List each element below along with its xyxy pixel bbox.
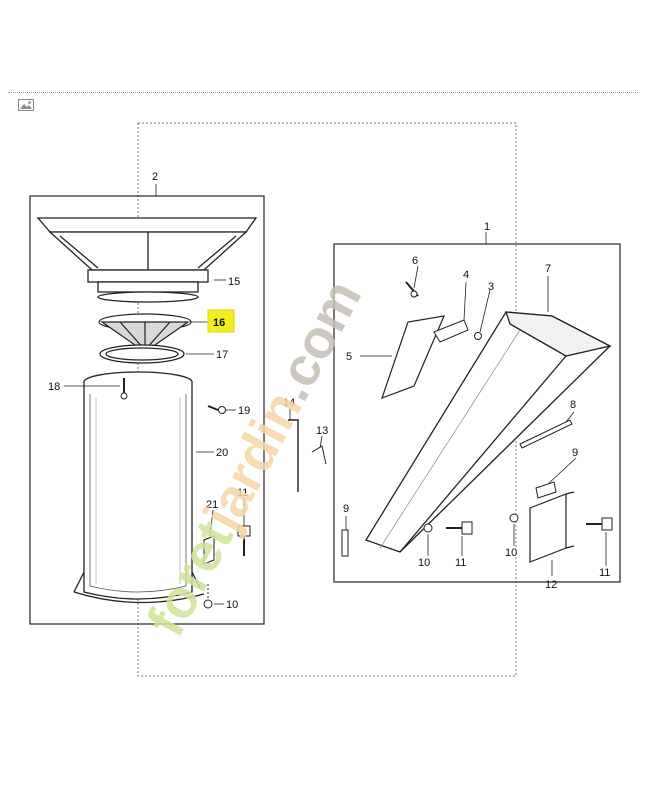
highlight-box-16	[207, 309, 235, 333]
nut-10-right	[509, 513, 519, 523]
pin-13	[311, 445, 327, 465]
ring-part-15	[87, 269, 209, 303]
callout-14: 14	[283, 397, 295, 409]
screw-6	[405, 281, 419, 298]
assembly-box-right	[333, 243, 621, 583]
callout-20: 20	[216, 447, 228, 459]
chute-7	[365, 311, 612, 553]
callout-9-left: 9	[343, 503, 349, 515]
callout-7: 7	[545, 263, 551, 275]
callout-15: 15	[228, 276, 240, 288]
cylinder-body-20	[73, 371, 205, 604]
callout-5: 5	[346, 351, 352, 363]
nut-3	[474, 332, 482, 340]
image-icon[interactable]	[18, 99, 34, 111]
blade-disc-16	[98, 313, 192, 353]
screw-18	[120, 378, 128, 400]
bracket-21	[203, 535, 215, 565]
callout-16: 16	[213, 317, 225, 329]
watermark-part-3: .com	[261, 270, 373, 409]
callout-1: 1	[484, 221, 490, 233]
callout-10-right: 10	[505, 547, 517, 559]
nut-10-left	[203, 584, 213, 609]
plate-12	[529, 491, 575, 563]
strip-8	[519, 419, 573, 449]
callout-11-right: 11	[599, 567, 610, 579]
callout-2: 2	[152, 171, 158, 183]
callout-11-mid: 11	[455, 557, 466, 569]
callout-8: 8	[570, 399, 576, 411]
bolt-9-left	[341, 529, 349, 557]
callout-10-mid: 10	[418, 557, 430, 569]
callout-9-right: 9	[572, 447, 578, 459]
clamp-ring-17	[99, 344, 185, 364]
callout-13: 13	[316, 425, 328, 437]
callout-4: 4	[463, 269, 469, 281]
knob-11-right	[586, 517, 613, 531]
watermark-part-2: jardin	[191, 382, 313, 541]
callout-6: 6	[412, 255, 418, 267]
bracket-4	[433, 319, 469, 343]
assembly-box-left	[29, 195, 265, 625]
rod-14	[288, 419, 299, 492]
callout-11-left: 11	[237, 487, 248, 499]
leader-lines	[64, 184, 607, 605]
callout-19: 19	[238, 405, 250, 417]
callout-labels: 1 2 3 4 5 6 7 8 9 9 10 10 10 11 11 11 12…	[48, 171, 610, 611]
knob-11-mid	[446, 521, 473, 535]
callout-10-left: 10	[226, 599, 238, 611]
top-divider	[8, 92, 638, 93]
callout-12: 12	[545, 579, 557, 591]
callout-17: 17	[216, 349, 228, 361]
callout-18: 18	[48, 381, 60, 393]
nut-10-mid	[423, 523, 433, 533]
bolt-9-right	[535, 481, 557, 499]
callout-21: 21	[206, 499, 218, 511]
callout-3: 3	[488, 281, 494, 293]
plate-5	[381, 315, 445, 400]
screw-19	[207, 405, 226, 414]
hopper-funnel	[36, 217, 258, 271]
